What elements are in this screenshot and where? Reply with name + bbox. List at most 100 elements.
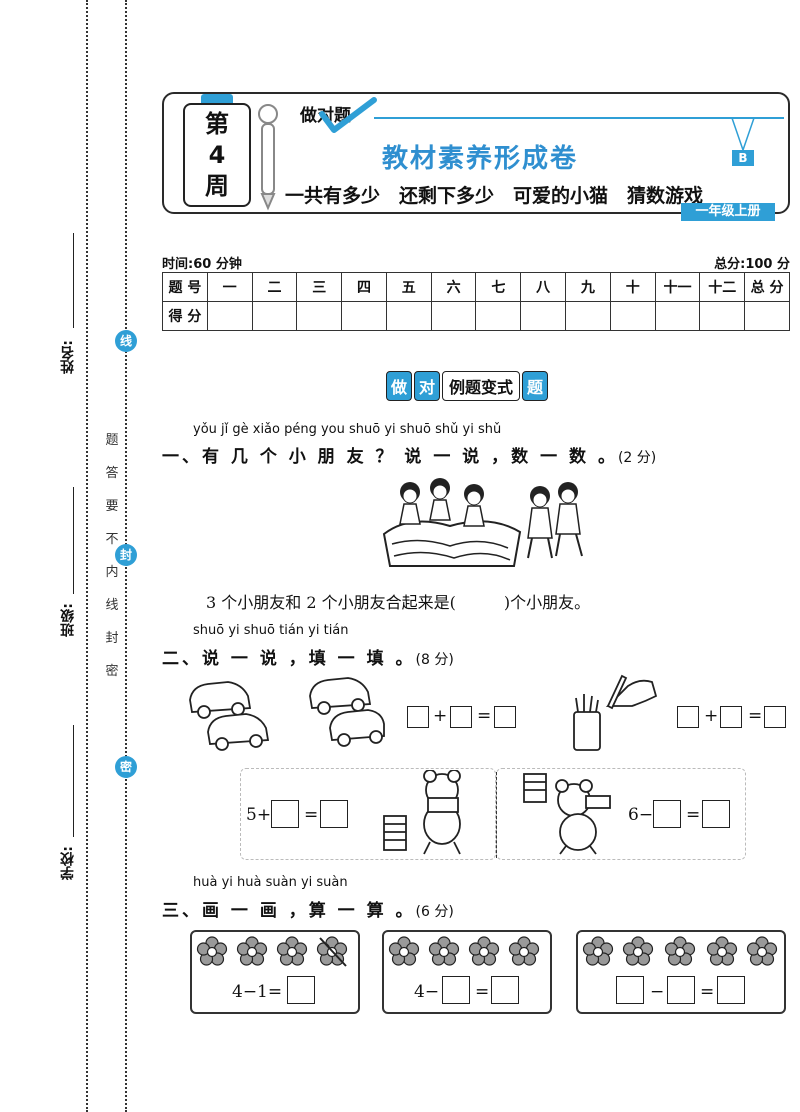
answer-box[interactable] — [450, 706, 472, 728]
q2-title: 二、说 一 说 ，填 一 填 。(8 分) — [162, 644, 454, 669]
table-cell: 题 号 — [162, 272, 208, 302]
score-input-cell[interactable] — [385, 301, 432, 331]
flower-panel-1 — [190, 930, 360, 1014]
table-cell: 二 — [251, 272, 298, 302]
section-banner: 做 对 例题变式 题 — [386, 371, 549, 401]
table-cell: 九 — [565, 272, 611, 302]
brand-underline — [374, 117, 784, 119]
table-cell: 六 — [430, 272, 477, 302]
score-input-cell[interactable] — [430, 301, 477, 331]
q1-pinyin: yǒu jǐ gè xiǎo péng you shuō yi shuō shǔ… — [193, 422, 502, 437]
time-limit: 时间:60 分钟 — [162, 257, 242, 272]
children-illustration — [382, 478, 583, 567]
answer-box[interactable] — [667, 976, 695, 1004]
panel-divider — [496, 772, 497, 858]
notice-char: 封 — [105, 631, 119, 646]
score-input-cell[interactable] — [206, 301, 253, 331]
score-input-cell[interactable] — [609, 301, 656, 331]
score-input-cell[interactable] — [744, 301, 790, 331]
q3-title-text: 三、画 一 画 ，算 一 算 。 — [162, 901, 416, 921]
equals-sign: = — [700, 982, 715, 1002]
q2-score: (8 分) — [415, 652, 454, 668]
table-row: 题 号 一 二 三 四 五 六 七 八 九 十 十一 十二 总 分 — [162, 272, 790, 302]
answer-box[interactable] — [491, 976, 519, 1004]
table-cell: 八 — [520, 272, 567, 302]
table-cell: 十一 — [654, 272, 701, 302]
plus-sign: + — [704, 706, 719, 726]
banner-text: 例题变式 — [442, 371, 521, 401]
q3-score: (6 分) — [415, 904, 454, 920]
table-cell: 十 — [609, 272, 656, 302]
seal-secret-char: 密 — [115, 756, 137, 778]
answer-box[interactable] — [702, 800, 730, 828]
q1-title: 一、有 几 个 小 朋 友 ？ 说 一 说 ，数 一 数 。(2 分) — [162, 442, 656, 467]
school-underline — [73, 725, 74, 837]
bear-with-box-illustration — [383, 770, 461, 855]
seal-line-char: 线 — [115, 330, 137, 352]
notice-char: 线 — [105, 598, 119, 613]
score-input-cell[interactable] — [520, 301, 567, 331]
answer-box[interactable] — [442, 976, 470, 1004]
version-tag: B — [732, 150, 754, 166]
q3-eq1: 4−1= — [232, 982, 283, 1002]
week-char: 周 — [205, 172, 229, 200]
answer-box[interactable] — [720, 706, 742, 728]
score-input-cell[interactable] — [654, 301, 701, 331]
pencil-cup-illustration — [573, 674, 658, 751]
answer-box[interactable] — [616, 976, 644, 1004]
score-input-cell[interactable] — [296, 301, 343, 331]
binding-dotted-line-outer — [86, 0, 88, 1112]
bear-panel-left — [240, 768, 496, 860]
table-cell: 四 — [341, 272, 387, 302]
table-cell: 五 — [385, 272, 432, 302]
flowers-group-1 — [196, 936, 348, 967]
flower-panel-2 — [382, 930, 552, 1014]
class-underline — [73, 487, 74, 594]
answer-box[interactable] — [494, 706, 516, 728]
bear-with-box-illustration — [523, 773, 611, 855]
flowers-group-2 — [388, 936, 540, 966]
q3-eq2-start: 4− — [414, 982, 440, 1002]
score-input-cell[interactable] — [699, 301, 746, 331]
school-label: 学校: — [60, 846, 76, 880]
minus-sign: − — [650, 982, 665, 1002]
answer-box[interactable] — [407, 706, 429, 728]
equals-sign: = — [475, 982, 490, 1002]
page-subtitle: 一共有多少 还剩下多少 可爱的小猫 猜数游戏 — [285, 185, 704, 207]
table-cell: 三 — [296, 272, 343, 302]
q3-pinyin: huà yi huà suàn yi suàn — [193, 875, 348, 890]
q3-title: 三、画 一 画 ，算 一 算 。(6 分) — [162, 896, 454, 921]
answer-box[interactable] — [717, 976, 745, 1004]
q1-score: (2 分) — [617, 450, 657, 466]
q1-title-text: 一、有 几 个 小 朋 友 ？ 说 一 说 ，数 一 数 。 — [162, 447, 618, 467]
equals-sign: = — [686, 805, 701, 825]
score-input-cell[interactable] — [475, 301, 522, 331]
answer-box[interactable] — [653, 800, 681, 828]
cars-illustration — [189, 677, 385, 751]
answer-box[interactable] — [677, 706, 699, 728]
table-cell: 七 — [475, 272, 522, 302]
answer-box[interactable] — [764, 706, 786, 728]
banner-left-char-2: 对 — [414, 371, 441, 401]
class-label: 班级: — [60, 603, 76, 637]
equals-sign: = — [304, 805, 319, 825]
pencil-figure-icon — [258, 104, 278, 211]
score-input-cell[interactable] — [565, 301, 611, 331]
score-input-cell[interactable] — [341, 301, 387, 331]
answer-box[interactable] — [271, 800, 299, 828]
notice-char: 要 — [105, 499, 119, 514]
score-input-cell[interactable] — [251, 301, 298, 331]
tag-string-icon — [731, 118, 755, 152]
table-cell: 十二 — [699, 272, 746, 302]
q2-pinyin: shuō yi shuō tián yi tián — [193, 623, 349, 638]
score-table: 题 号 一 二 三 四 五 六 七 八 九 十 十一 十二 总 分 得 分 — [162, 272, 790, 331]
notice-char: 不 — [105, 532, 119, 547]
notice-char: 内 — [105, 565, 119, 580]
name-underline — [73, 233, 74, 328]
answer-box[interactable] — [320, 800, 348, 828]
answer-box[interactable] — [287, 976, 315, 1004]
grade-badge: 一年级上册 — [681, 203, 775, 221]
q1-sentence: 3 个小朋友和 2 个小朋友合起来是( )个小朋友。 — [206, 593, 591, 612]
banner-right-char: 题 — [522, 371, 549, 401]
page-title: 教材素养形成卷 — [381, 144, 578, 174]
